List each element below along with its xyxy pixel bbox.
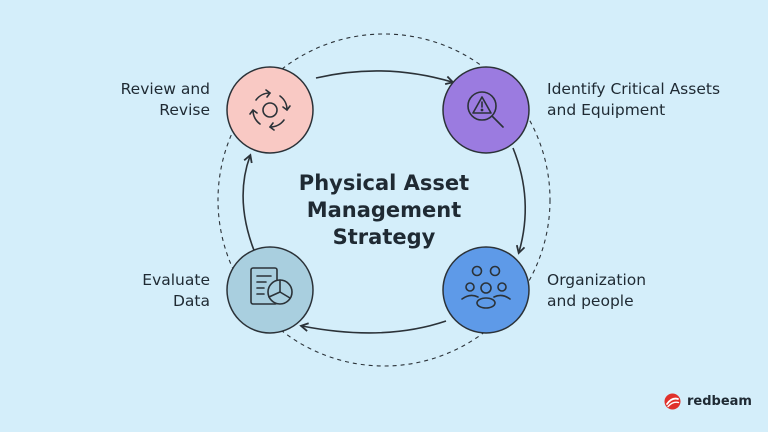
report-chart-icon [250,267,293,305]
refresh-cycle-icon [249,89,291,131]
brand-name: redbeam [687,394,752,409]
arrow-review-to-identify [315,70,455,86]
step-circle [442,66,530,154]
people-group-icon [461,265,511,309]
step-identify-critical-assets [442,66,530,154]
outer-dashed-ring [217,33,551,367]
step-circle [442,246,530,334]
step-label-identify: Identify Critical Assets and Equipment [547,80,721,119]
step-review-and-revise [226,66,314,154]
step-circle [226,66,314,154]
diagram-title: Physical Asset Management Strategy [298,171,470,249]
redbeam-logo-icon [664,393,681,410]
brand-logo: redbeam [664,393,752,410]
step-organization-and-people [442,246,530,334]
arrow-identify-to-organization [512,147,526,255]
step-label-review: Review and Revise [120,80,210,119]
step-evaluate-data [226,246,314,334]
arrow-evaluate-to-review [242,153,256,254]
step-label-organization: Organization and people [547,271,647,310]
search-warning-icon [467,91,504,128]
arrow-organization-to-evaluate [299,320,447,334]
step-label-evaluate: Evaluate Data [142,271,210,310]
